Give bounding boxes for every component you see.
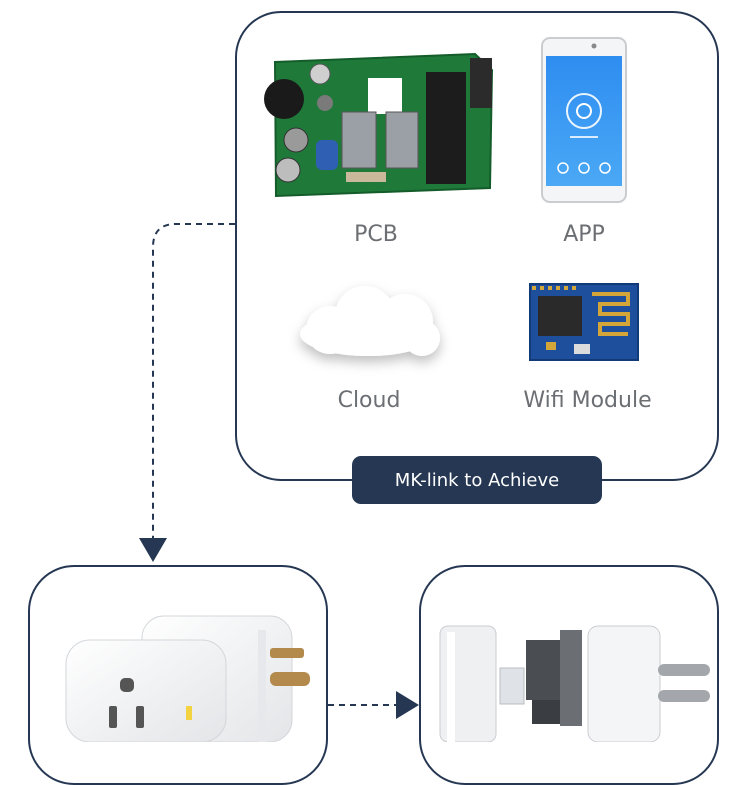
mk-link-achieve-button[interactable]: MK-link to Achieve [352,456,602,504]
pcb-board-image [264,52,494,198]
smart-plug-image [65,615,310,742]
dashed-connector-down [139,223,235,562]
arrow-down-icon [139,538,167,562]
arrow-right-icon [396,691,419,719]
pcb-label: PCB [354,222,398,247]
wifi-module-image [529,283,639,361]
diagram-illustrations [65,37,710,742]
wifi-module-label: Wifi Module [523,388,652,413]
cloud-label: Cloud [337,388,401,413]
plug-exploded-view-image [439,625,710,742]
app-label: APP [563,222,605,247]
dashed-connector-right [328,691,419,719]
smartphone-app-image [541,37,627,203]
cloud-image [300,286,440,356]
